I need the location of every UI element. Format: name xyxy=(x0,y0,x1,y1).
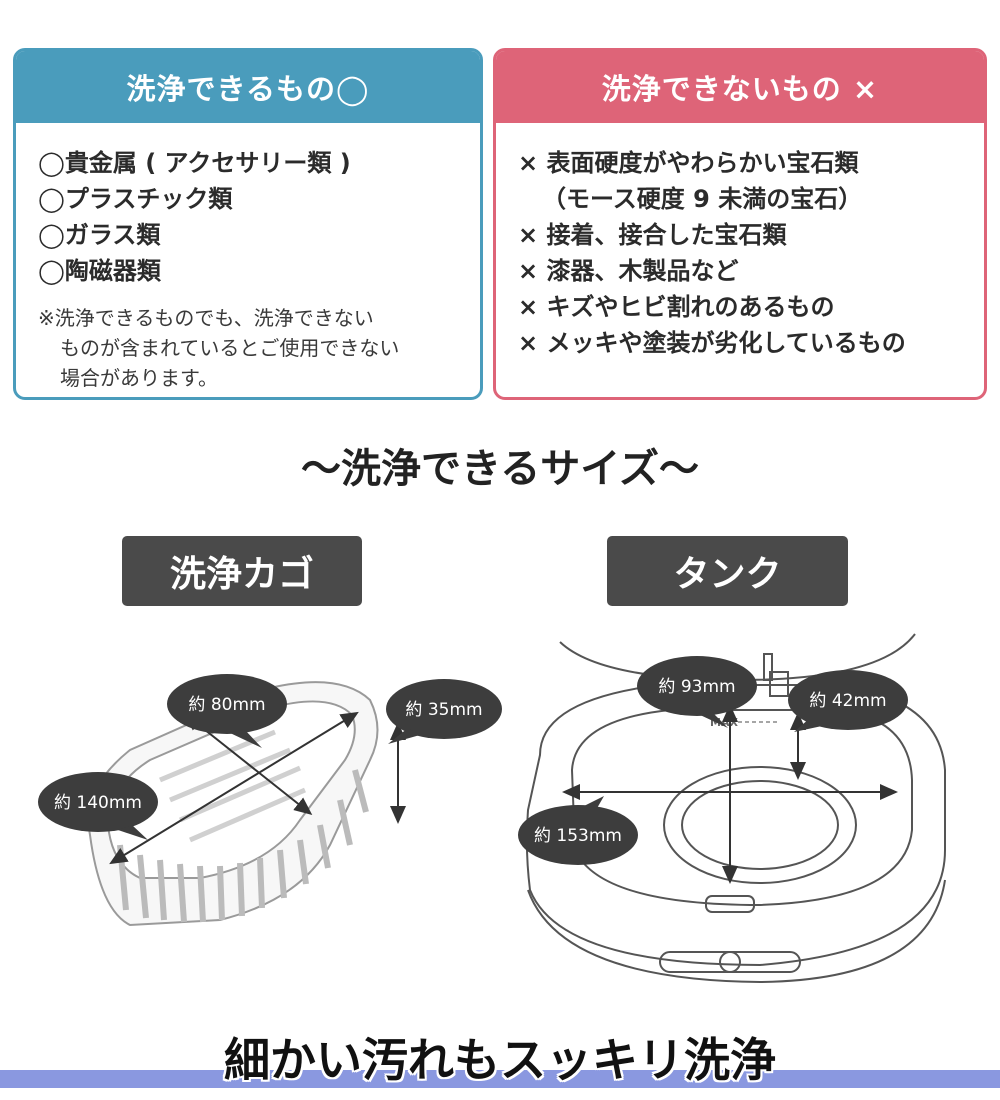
tank-label: タンク xyxy=(607,536,848,606)
svg-text:約 42mm: 約 42mm xyxy=(809,691,886,711)
size-illustration: 約 80mm 約 35mm 約 140mm MAX 約 93mm xyxy=(38,633,946,984)
list-item: ◯陶磁器類 xyxy=(38,257,161,285)
washable-list: ◯貴金属 ( アクセサリー類 ) ◯プラスチック類 ◯ガラス類 ◯陶磁器類 xyxy=(38,145,351,289)
list-item: ◯貴金属 ( アクセサリー類 ) xyxy=(38,149,351,177)
not-washable-list: × 表面硬度がやわらかい宝石類 （モース硬度 9 未満の宝石） × 接着、接合し… xyxy=(518,145,906,361)
not-washable-title: 洗浄できないもの × xyxy=(496,51,984,123)
tank-width-bubble: 約 93mm xyxy=(637,656,757,728)
tank-depth-bubble: 約 42mm xyxy=(788,670,908,732)
list-item: （モース硬度 9 未満の宝石） xyxy=(542,185,863,213)
washable-note: ※洗浄できるものでも、洗浄できない ものが含まれているとご使用できない 場合があ… xyxy=(38,306,400,390)
list-item: ◯ガラス類 xyxy=(38,221,161,249)
washable-title: 洗浄できるもの◯ xyxy=(16,51,480,123)
basket-width-bubble: 約 80mm xyxy=(167,674,287,748)
svg-text:約 140mm: 約 140mm xyxy=(54,793,142,813)
list-item: × 漆器、木製品など xyxy=(518,257,739,285)
bottom-band xyxy=(0,1070,1000,1088)
tank-length-bubble: 約 153mm xyxy=(518,796,638,865)
list-item: × 接着、接合した宝石類 xyxy=(518,221,787,249)
footer-title: 細かい汚れもスッキリ洗浄 xyxy=(224,1033,776,1087)
basket-height-bubble: 約 35mm xyxy=(386,679,502,744)
list-item: × 表面硬度がやわらかい宝石類 xyxy=(518,149,859,177)
size-section-title: ～洗浄できるサイズ～ xyxy=(301,445,699,492)
svg-text:約 153mm: 約 153mm xyxy=(534,826,622,846)
list-item: × キズやヒビ割れのあるもの xyxy=(518,293,835,321)
not-washable-panel: 洗浄できないもの × × 表面硬度がやわらかい宝石類 （モース硬度 9 未満の宝… xyxy=(493,48,987,400)
basket-label: 洗浄カゴ xyxy=(122,536,362,606)
washable-panel: 洗浄できるもの◯ ◯貴金属 ( アクセサリー類 ) ◯プラスチック類 ◯ガラス類… xyxy=(13,48,483,400)
svg-text:約 93mm: 約 93mm xyxy=(658,677,735,697)
list-item: × メッキや塗装が劣化しているもの xyxy=(518,329,906,357)
list-item: ◯プラスチック類 xyxy=(38,185,233,213)
basket-length-bubble: 約 140mm xyxy=(38,772,158,840)
svg-text:約 35mm: 約 35mm xyxy=(405,700,482,720)
svg-text:約 80mm: 約 80mm xyxy=(188,695,265,715)
